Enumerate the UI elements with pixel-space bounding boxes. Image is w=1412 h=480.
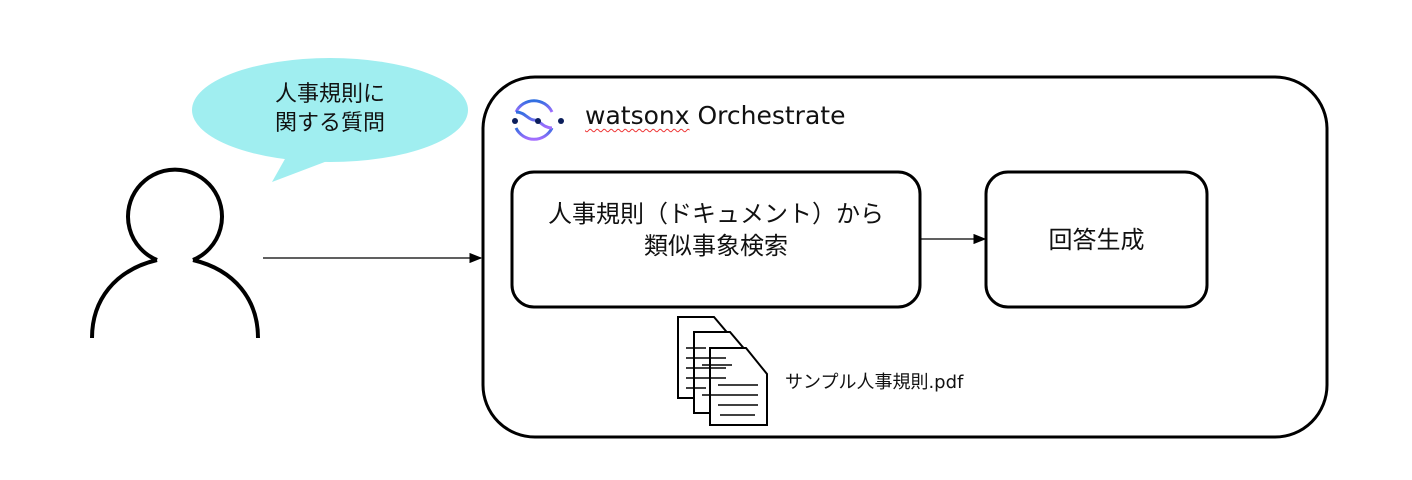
- step-search-line-2: 類似事象検索: [644, 232, 788, 260]
- speech-bubble-text: 人事規則に 関する質問: [230, 80, 430, 138]
- step-answer-label: 回答生成: [1048, 226, 1145, 254]
- user-icon: [90, 167, 260, 339]
- step-search-label: 人事規則（ドキュメント）から 類似事象検索: [512, 198, 920, 262]
- app-title-rest: Orchestrate: [689, 101, 846, 130]
- speech-bubble: [192, 58, 468, 182]
- orchestrate-container: [481, 75, 1329, 439]
- app-title: watsonx Orchestrate: [585, 101, 845, 130]
- watsonx-orchestrate-logo-icon: [512, 99, 564, 141]
- bubble-line-2: 関する質問: [274, 111, 385, 136]
- documents-icon: [677, 316, 768, 426]
- step-search-line-1: 人事規則（ドキュメント）から: [548, 200, 884, 228]
- bubble-line-1: 人事規則に: [274, 82, 385, 107]
- app-title-brand: watsonx: [585, 101, 690, 130]
- document-filename: サンプル人事規則.pdf: [785, 372, 964, 393]
